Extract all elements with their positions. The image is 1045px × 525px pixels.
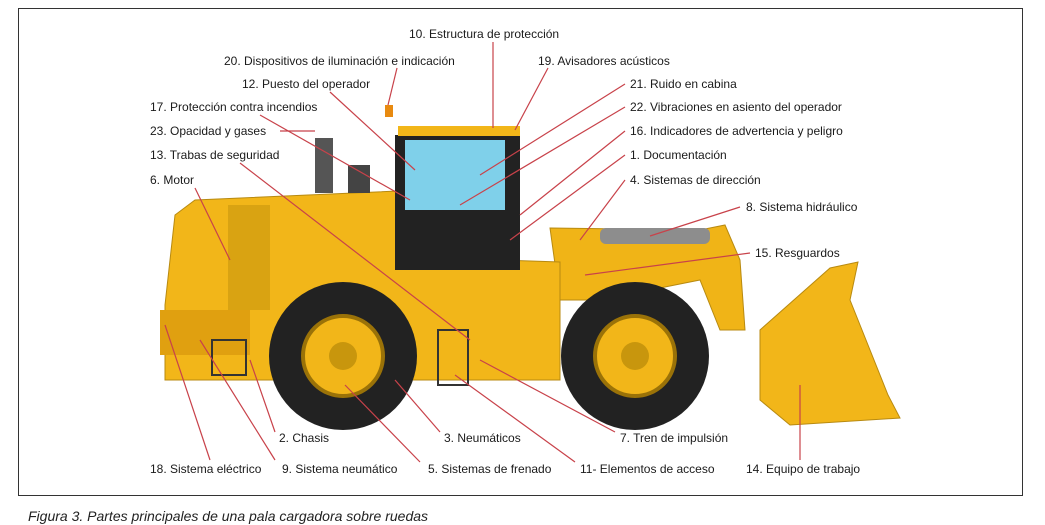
label-elementos-acceso: 11- Elementos de acceso [580, 462, 715, 476]
label-neumaticos: 3. Neumáticos [444, 431, 521, 445]
label-puesto-operador: 12. Puesto del operador [242, 77, 371, 91]
rear-wheel [269, 282, 417, 430]
loader-body [160, 105, 901, 426]
label-equipo-trabajo: 14. Equipo de trabajo [746, 462, 861, 476]
label-dispositivos-iluminacion: 20. Dispositivos de iluminación e indica… [224, 54, 455, 68]
exhaust-stack [315, 138, 333, 193]
label-avisadores-acusticos: 19. Avisadores acústicos [538, 54, 670, 68]
label-ruido-cabina: 21. Ruido en cabina [630, 77, 737, 91]
leader-lines [164, 42, 801, 463]
label-sistemas-frenado: 5. Sistemas de frenado [428, 462, 552, 476]
hydraulic-cylinder [600, 228, 710, 244]
front-wheel [561, 282, 709, 430]
label-documentacion: 1. Documentación [630, 148, 727, 162]
label-sistema-electrico: 18. Sistema eléctrico [150, 462, 262, 476]
label-estructura-proteccion: 10. Estructura de protección [409, 27, 560, 41]
label-sistemas-direccion: 4. Sistemas de dirección [630, 173, 761, 187]
label-resguardos: 15. Resguardos [755, 246, 840, 260]
label-opacidad-gases: 23. Opacidad y gases [150, 124, 267, 138]
figure-caption: Figura 3. Partes principales de una pala… [28, 508, 429, 524]
label-sistema-neumatico: 9. Sistema neumático [282, 462, 398, 476]
label-chasis: 2. Chasis [279, 431, 330, 445]
label-indicadores-advertencia: 16. Indicadores de advertencia y peligro [630, 124, 843, 138]
label-sistema-hidraulico: 8. Sistema hidráulico [746, 200, 858, 214]
label-trabas-seguridad: 13. Trabas de seguridad [150, 148, 280, 162]
label-motor: 6. Motor [150, 173, 195, 187]
label-proteccion-incendios: 17. Protección contra incendios [150, 100, 318, 114]
label-vibraciones: 22. Vibraciones en asiento del operador [630, 100, 842, 114]
engine-grille [228, 205, 270, 310]
beacon-light [385, 105, 393, 117]
label-tren-impulsion: 7. Tren de impulsión [620, 431, 729, 445]
